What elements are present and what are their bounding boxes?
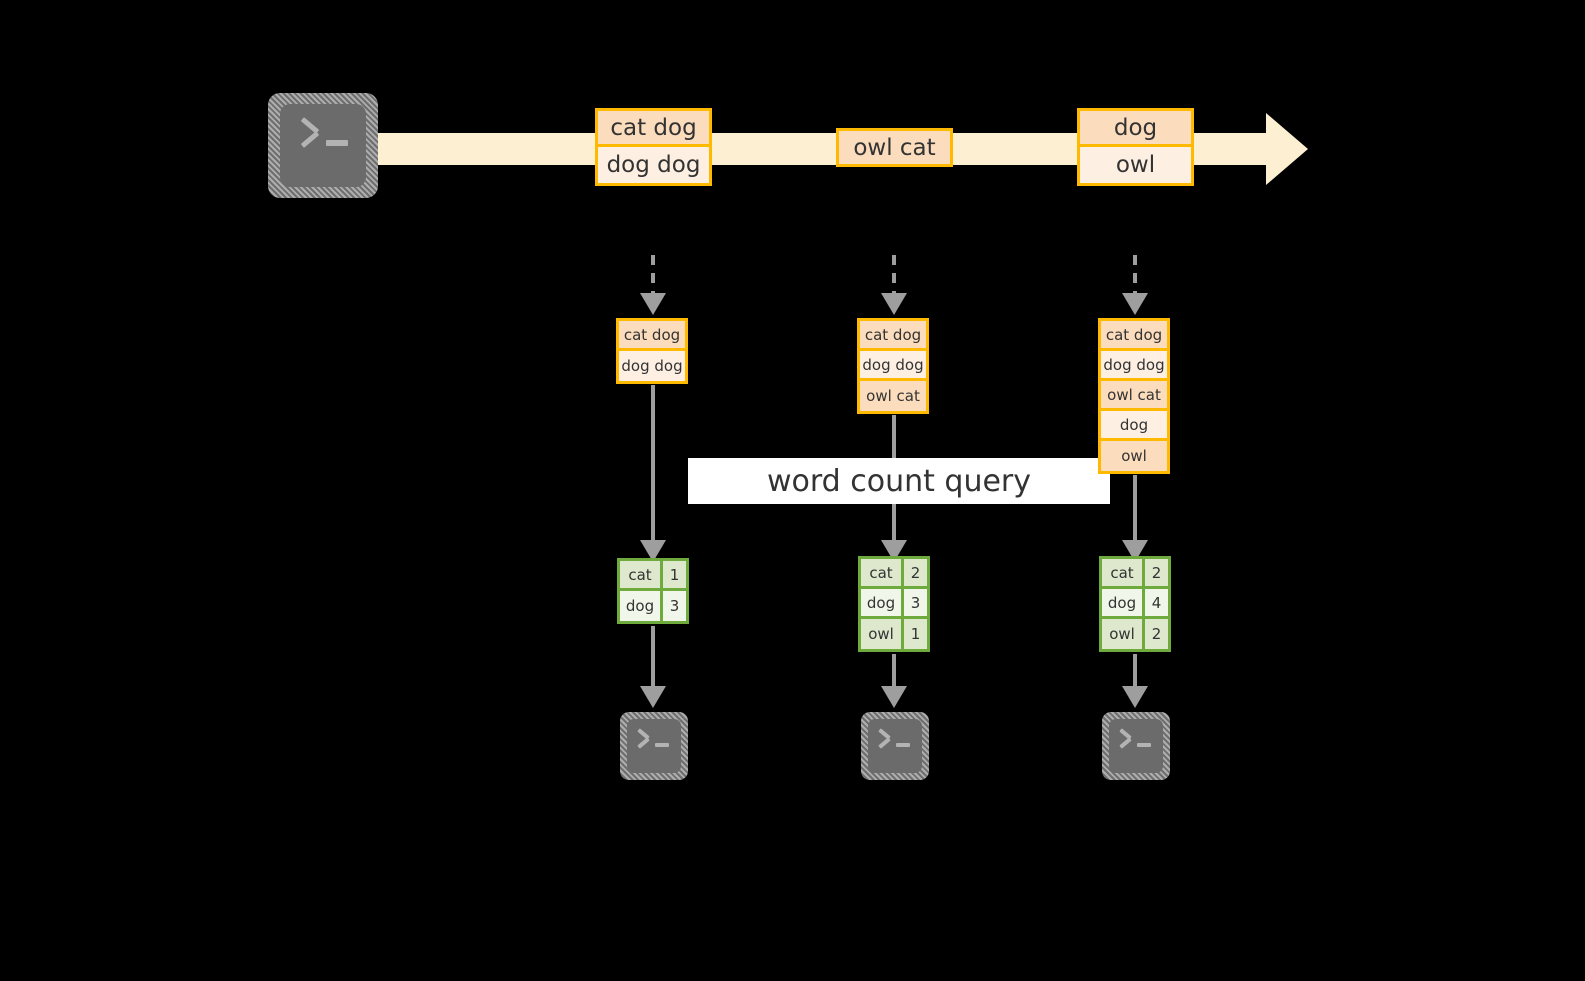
result-table-2-key-2: dog — [861, 589, 904, 616]
unbounded-table-1-row-2: dog dog — [619, 351, 685, 381]
unbounded-table-2[interactable]: cat dog dog dog owl cat — [857, 318, 929, 414]
result-table-3[interactable]: cat 2 dog 4 owl 2 — [1099, 556, 1171, 652]
result-table-1-key-1: cat — [620, 561, 663, 588]
stream-batch-3[interactable]: dog owl — [1077, 108, 1194, 186]
terminal-prompt-underscore — [1137, 743, 1151, 747]
dashed-connector-2-head — [881, 293, 907, 315]
stream-arrow-head — [1266, 113, 1308, 185]
result-table-2-key-3: owl — [861, 619, 904, 649]
unbounded-table-3-row-3: owl cat — [1101, 381, 1167, 411]
stream-batch-2-line-1: owl cat — [839, 131, 950, 164]
terminal-face — [1109, 719, 1163, 773]
result-table-3-key-2: dog — [1102, 589, 1145, 616]
dashed-connector-1-head — [640, 293, 666, 315]
result-table-1-key-2: dog — [620, 591, 663, 621]
query-label-banner: word count query — [688, 458, 1110, 504]
result-table-3-row-2: dog 4 — [1102, 589, 1168, 619]
unbounded-table-3-row-5: owl — [1101, 441, 1167, 471]
result-table-2-row-3: owl 1 — [861, 619, 927, 649]
stream-batch-1[interactable]: cat dog dog dog — [595, 108, 712, 186]
sink-connector-1 — [651, 626, 655, 692]
terminal-prompt-underscore — [326, 140, 348, 146]
result-table-2-count-2: 3 — [904, 589, 927, 616]
result-table-3-count-3: 2 — [1145, 619, 1168, 649]
unbounded-table-3-row-1: cat dog — [1101, 321, 1167, 351]
unbounded-table-2-row-1: cat dog — [860, 321, 926, 351]
terminal-prompt-underscore — [655, 743, 669, 747]
sink-terminal-icon-1[interactable] — [620, 712, 688, 780]
result-table-2-row-2: dog 3 — [861, 589, 927, 619]
unbounded-table-1[interactable]: cat dog dog dog — [616, 318, 688, 384]
result-table-3-key-3: owl — [1102, 619, 1145, 649]
unbounded-table-1-row-1: cat dog — [619, 321, 685, 351]
sink-connector-3-head — [1122, 686, 1148, 708]
terminal-prompt-underscore — [896, 743, 910, 747]
sink-connector-3 — [1133, 654, 1137, 692]
source-terminal-icon[interactable] — [268, 93, 378, 198]
unbounded-table-3[interactable]: cat dog dog dog owl cat dog owl — [1098, 318, 1170, 474]
result-table-3-row-3: owl 2 — [1102, 619, 1168, 649]
result-table-2-count-3: 1 — [904, 619, 927, 649]
unbounded-table-3-row-2: dog dog — [1101, 351, 1167, 381]
result-table-3-count-2: 4 — [1145, 589, 1168, 616]
terminal-face — [627, 719, 681, 773]
stream-batch-2[interactable]: owl cat — [836, 128, 953, 167]
result-table-3-key-1: cat — [1102, 559, 1145, 586]
dashed-connector-2 — [892, 255, 896, 297]
unbounded-table-2-row-2: dog dog — [860, 351, 926, 381]
result-table-1[interactable]: cat 1 dog 3 — [617, 558, 689, 624]
stream-batch-1-line-2: dog dog — [598, 147, 709, 183]
result-table-2-key-1: cat — [861, 559, 904, 586]
result-table-1-row-1: cat 1 — [620, 561, 686, 591]
query-connector-1-head — [640, 540, 666, 562]
stream-batch-1-line-1: cat dog — [598, 111, 709, 148]
sink-connector-2-head — [881, 686, 907, 708]
query-connector-3 — [1133, 475, 1137, 547]
dashed-connector-3 — [1133, 255, 1137, 297]
result-table-2[interactable]: cat 2 dog 3 owl 1 — [858, 556, 930, 652]
result-table-1-count-1: 1 — [663, 561, 686, 588]
stream-batch-3-line-1: dog — [1080, 111, 1191, 148]
terminal-face — [280, 104, 366, 187]
dashed-connector-1 — [651, 255, 655, 297]
sink-connector-1-head — [640, 686, 666, 708]
sink-connector-2 — [892, 654, 896, 692]
dashed-connector-3-head — [1122, 293, 1148, 315]
result-table-2-row-1: cat 2 — [861, 559, 927, 589]
terminal-face — [868, 719, 922, 773]
result-table-3-row-1: cat 2 — [1102, 559, 1168, 589]
result-table-1-count-2: 3 — [663, 591, 686, 621]
result-table-3-count-1: 2 — [1145, 559, 1168, 586]
sink-terminal-icon-3[interactable] — [1102, 712, 1170, 780]
unbounded-table-3-row-4: dog — [1101, 411, 1167, 441]
unbounded-table-2-row-3: owl cat — [860, 381, 926, 411]
query-label-text: word count query — [766, 463, 1032, 499]
sink-terminal-icon-2[interactable] — [861, 712, 929, 780]
stream-batch-3-line-2: owl — [1080, 147, 1191, 183]
query-connector-1 — [651, 385, 655, 547]
result-table-2-count-1: 2 — [904, 559, 927, 586]
result-table-1-row-2: dog 3 — [620, 591, 686, 621]
